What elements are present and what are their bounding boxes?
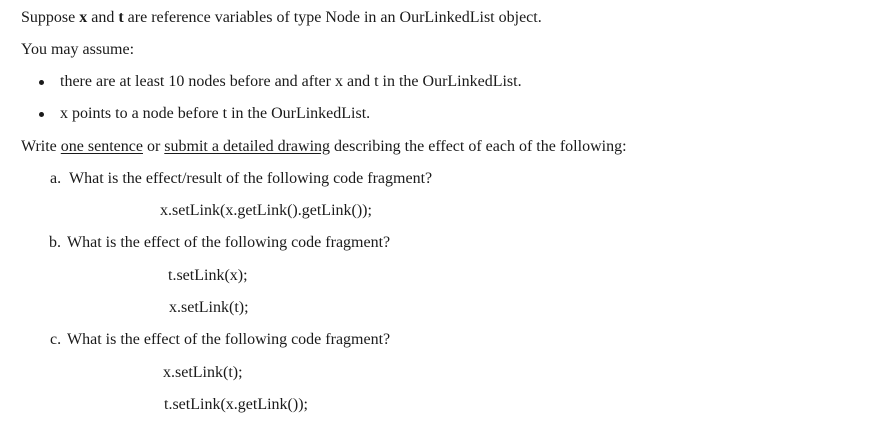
variable-x: x xyxy=(79,9,88,26)
code-line: x.setLink(t); xyxy=(163,364,243,381)
assumption-item: there are at least 10 nodes before and a… xyxy=(60,73,522,90)
code-line: t.setLink(x.getLink()); xyxy=(164,396,308,413)
intro-text-1: Suppose xyxy=(21,9,80,26)
intro-paragraph: Suppose x and t are reference variables … xyxy=(21,8,542,28)
instruction-underline-one-sentence: one sentence xyxy=(60,138,143,155)
instruction-paragraph: Write one sentence or submit a detailed … xyxy=(21,137,627,157)
question-c: c. What is the effect of the following co… xyxy=(50,330,390,350)
intro-text-3: are reference variables of type Node in … xyxy=(123,9,542,26)
instruction-text-3: describing the effect of each of the fol… xyxy=(330,138,627,155)
instruction-text-2: or xyxy=(142,138,165,155)
question-label: b. xyxy=(49,234,61,251)
assume-label: You may assume: xyxy=(21,41,135,58)
question-text: What is the effect of the following code… xyxy=(67,331,391,348)
question-text: What is the effect of the following code… xyxy=(67,234,391,251)
assumption-item: x points to a node before t in the OurLi… xyxy=(60,105,371,122)
instruction-underline-drawing: submit a detailed drawing xyxy=(164,138,331,155)
question-text: What is the effect/result of the followi… xyxy=(69,170,433,187)
question-label: c. xyxy=(50,331,62,348)
intro-text-2: and xyxy=(87,9,119,26)
question-a: a. What is the effect/result of the follo… xyxy=(50,169,432,189)
question-label: a. xyxy=(50,170,62,187)
code-line: x.setLink(x.getLink().getLink()); xyxy=(160,202,372,219)
code-line: t.setLink(x); xyxy=(168,267,248,284)
instruction-text-1: Write xyxy=(21,138,61,155)
question-b: b. What is the effect of the following co… xyxy=(49,233,390,253)
code-line: x.setLink(t); xyxy=(169,299,249,316)
variable-t: t xyxy=(118,9,124,26)
assumption-bullet-dot xyxy=(39,80,44,85)
assumption-bullet-dot xyxy=(39,112,44,117)
